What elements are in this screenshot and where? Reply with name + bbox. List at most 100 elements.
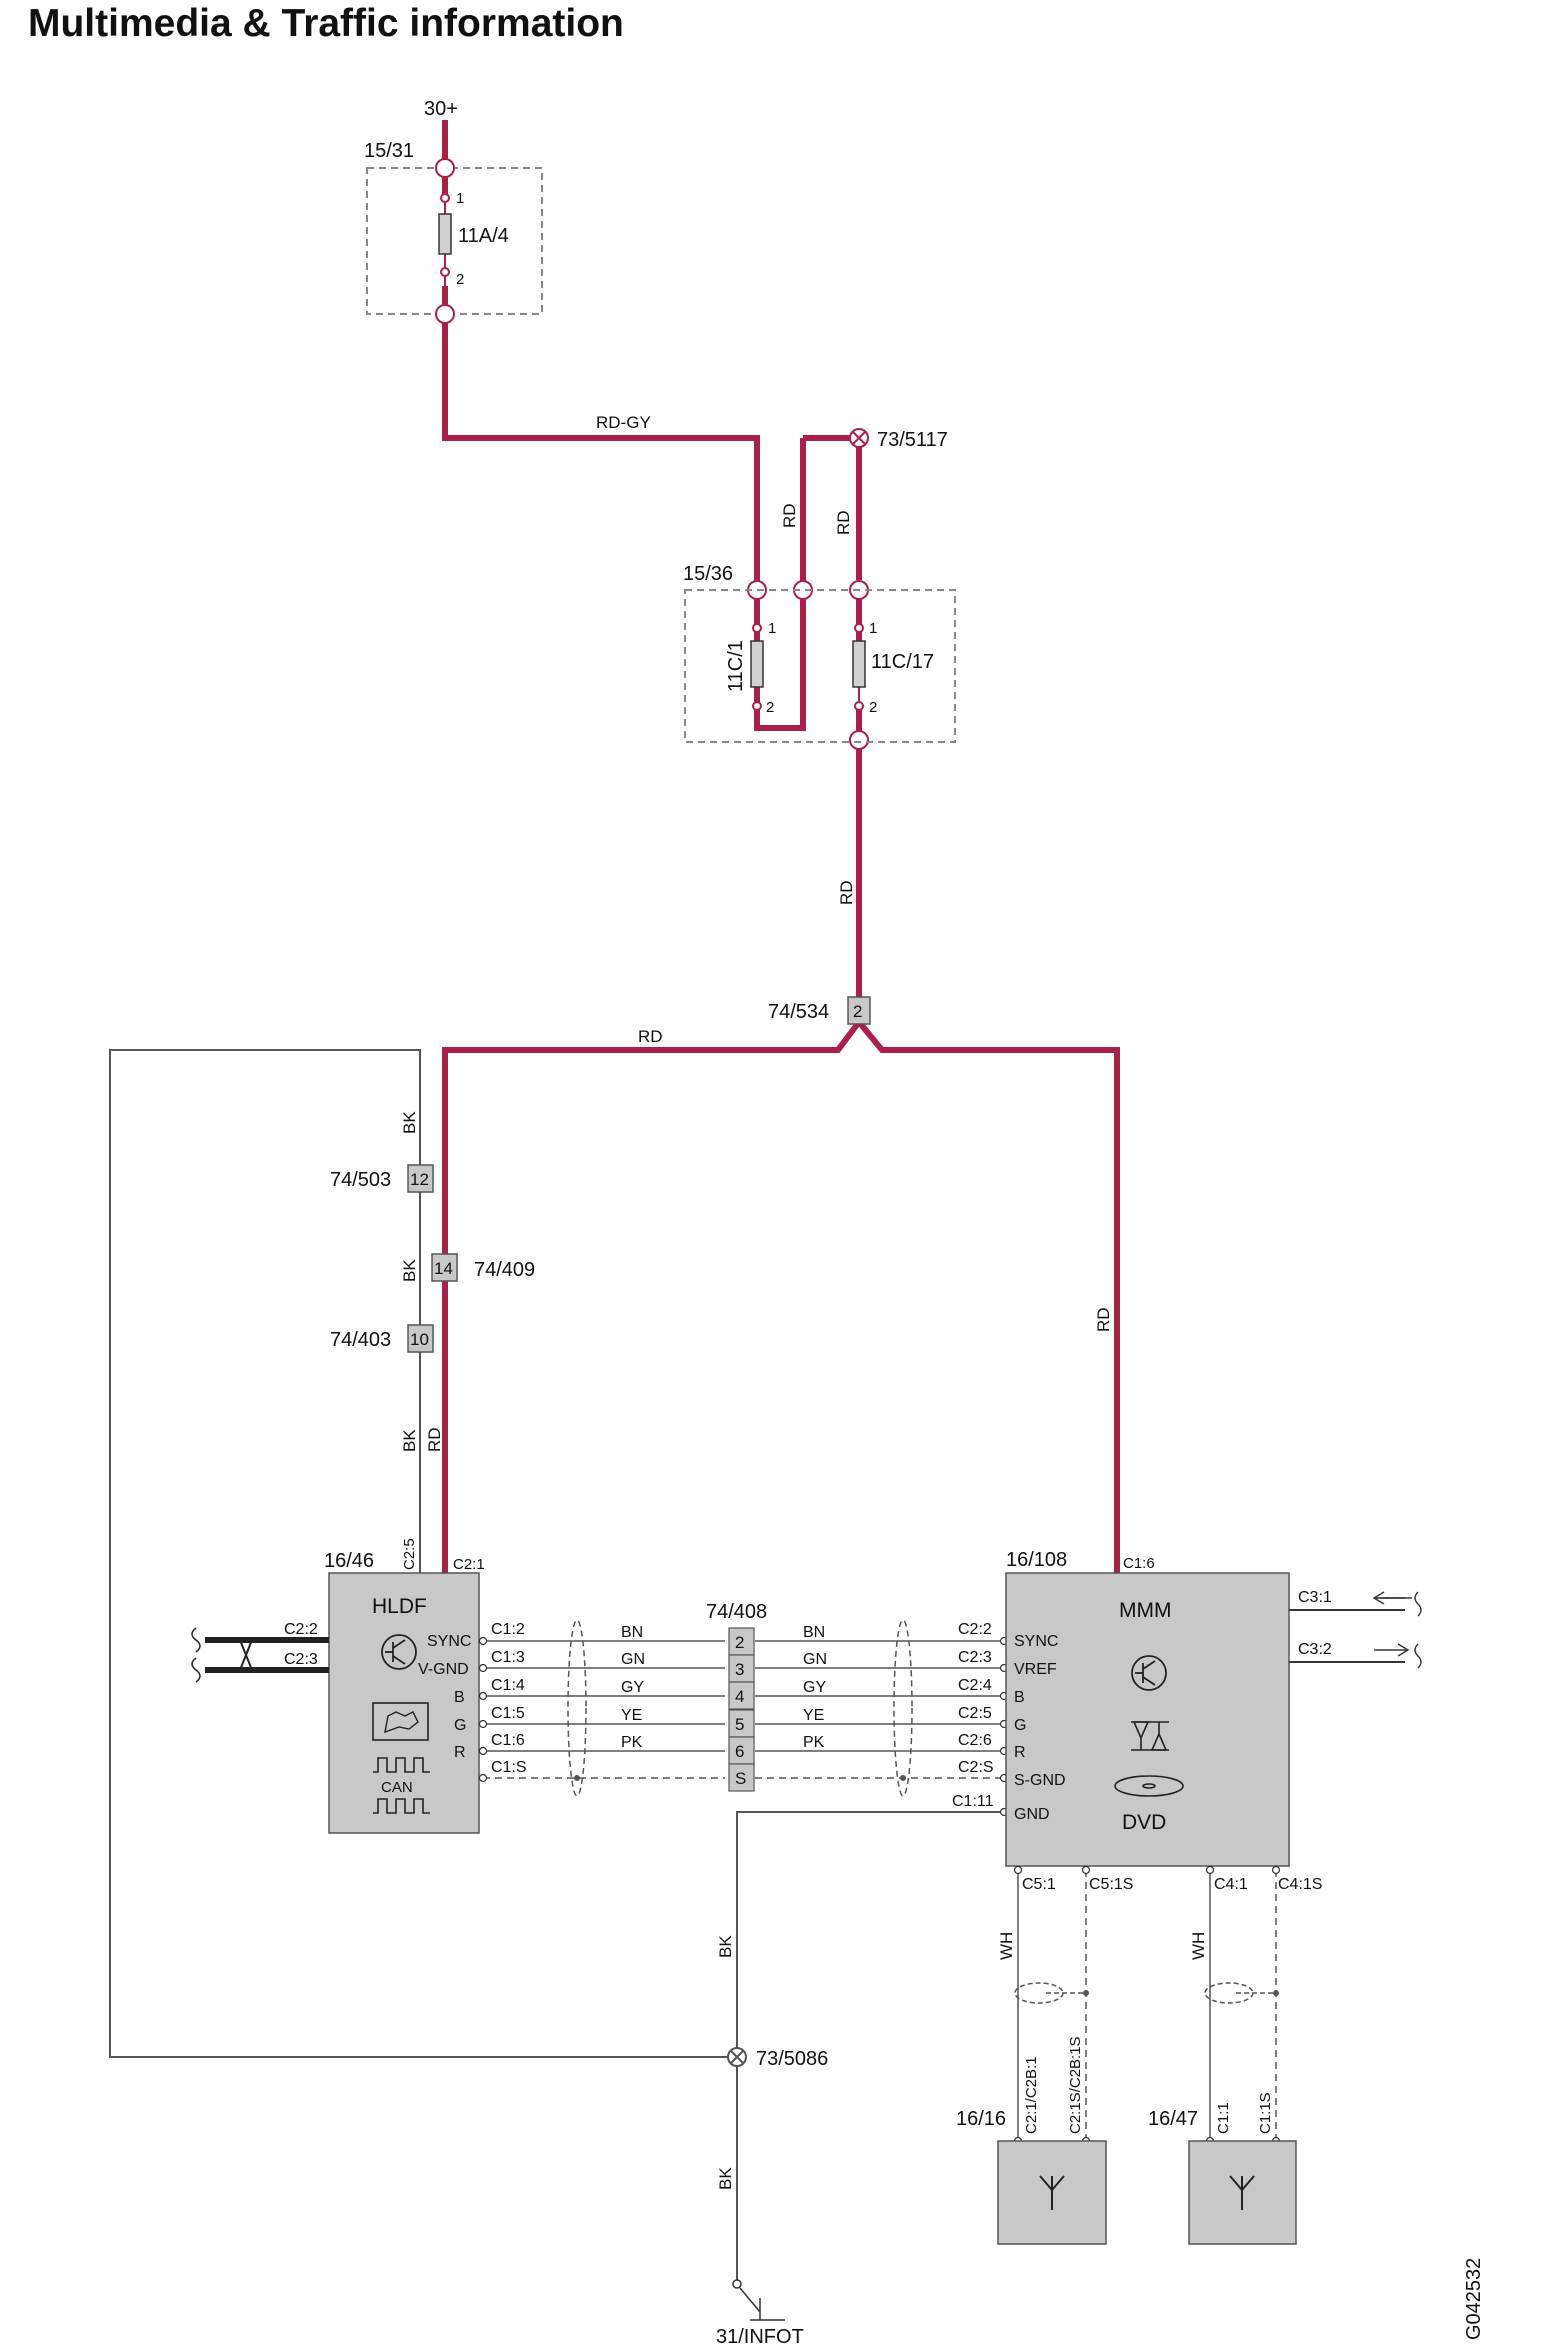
fuse-pin: 1 (456, 190, 464, 207)
signal-label: VREF (1014, 1661, 1057, 1678)
ground-label: 31/INFOT (716, 2326, 804, 2348)
wire-color-label: BK (400, 1259, 419, 1282)
signal-label: V-GND (418, 1661, 469, 1678)
fuse-box-15-36 (684, 589, 956, 743)
module-pin: C2:5 (958, 1705, 992, 1722)
connector-pin (847, 996, 871, 1025)
splice-ref: 73/5086 (756, 2048, 828, 2070)
module-pin: C1:2 (491, 1621, 525, 1638)
connector-pin (407, 1164, 434, 1193)
antenna-icon (1039, 2175, 1065, 2210)
fuse-11c1-icon (750, 640, 764, 688)
wire-color-label: GN (803, 1651, 827, 1668)
can-label: CAN (381, 1779, 413, 1796)
wire-color-label: RD (780, 503, 799, 528)
antenna-ref: 16/16 (956, 2108, 1006, 2130)
thyristor-icon (1131, 1721, 1169, 1751)
antenna-icon (1229, 2175, 1255, 2210)
connector-pin (407, 1324, 434, 1353)
antenna-pin: C2:1/C2B:1 (1023, 2056, 1040, 2134)
fuse-name: 11A/4 (458, 225, 509, 247)
connector-pin-number: 2 (735, 1633, 744, 1652)
shield-ground-dots (1083, 1990, 1279, 1996)
drawing-id: G042532 (1463, 2258, 1485, 2340)
module-name: HLDF (372, 1595, 427, 1618)
wire-color-label: GY (621, 1679, 644, 1696)
fuse-leads (444, 180, 860, 740)
connector-pin (431, 1253, 458, 1282)
splice-icon (727, 2047, 747, 2067)
module-name: MMM (1119, 1599, 1171, 1622)
module-pin: C1:3 (491, 1649, 525, 1666)
wire-color-label: RD (837, 880, 856, 905)
coax-shield-marks (1014, 1982, 1254, 2004)
signal-label: SYNC (427, 1633, 471, 1650)
signal-label: G (1014, 1717, 1026, 1734)
c3-leads (1289, 1591, 1422, 1669)
module-pin: C2:6 (958, 1732, 992, 1749)
module-ref: 16/108 (1006, 1549, 1067, 1571)
module-pin: C2:2 (958, 1621, 992, 1638)
fuse-name: 11C/17 (871, 651, 934, 673)
wire-color-label: RD-GY (596, 413, 651, 432)
fuse-pin: 1 (768, 620, 776, 637)
module-pin: C1:11 (952, 1793, 994, 1810)
module-pin: C1:S (491, 1759, 527, 1776)
shield-ground-dots (574, 1775, 906, 1781)
module-pin: C2:2 (284, 1621, 318, 1638)
page-title: Multimedia & Traffic information (28, 2, 624, 45)
wire-color-label: WH (997, 1932, 1016, 1960)
signal-label: B (454, 1689, 465, 1706)
connector-pin-number: 2 (853, 1002, 862, 1021)
wire-color-label: GN (621, 1651, 645, 1668)
fuse-pin: 2 (766, 699, 774, 716)
module-pin: C2:5 (401, 1538, 418, 1570)
signal-label: G (454, 1717, 466, 1734)
fuse-11a4-icon (438, 213, 452, 255)
fuse-pin: 2 (869, 699, 877, 716)
connector-74-408 (728, 1627, 755, 1792)
wire-color-label: YE (803, 1707, 824, 1724)
fuse-11c17-icon (852, 640, 866, 688)
signal-label: B (1014, 1689, 1025, 1706)
connector-pin-number: 5 (735, 1715, 744, 1734)
ground-symbol-icon (732, 2279, 785, 2321)
wire-color-label: RD (425, 1427, 444, 1452)
antenna-ref: 16/47 (1148, 2108, 1198, 2130)
wire-color-label: BN (803, 1624, 825, 1641)
antenna-pin: C1:1 (1215, 2102, 1232, 2134)
power-wire (442, 120, 1120, 1573)
module-pin: C1:5 (491, 1705, 525, 1722)
fuse-pin: 2 (456, 271, 464, 288)
wire-color-label: PK (803, 1734, 825, 1751)
module-pin: C4:1 (1214, 1876, 1248, 1893)
fuse-pin: 1 (869, 620, 877, 637)
connector-pin-number: 6 (735, 1742, 744, 1761)
splice-icon (849, 428, 869, 448)
wire-color-label: GY (803, 1679, 826, 1696)
module-pin: C2:3 (284, 1651, 318, 1668)
antenna-cables (1017, 1870, 1277, 2141)
module-pin: C3:2 (1298, 1641, 1332, 1658)
module-sub: DVD (1122, 1811, 1166, 1834)
module-pin: C1:6 (1123, 1555, 1155, 1572)
connector-ref: 74/403 (330, 1329, 391, 1351)
video-wires (483, 1640, 1004, 1779)
arrow-right-icon (1374, 1643, 1410, 1657)
connector-ref: 74/408 (706, 1601, 767, 1623)
wire-color-label: BN (621, 1624, 643, 1641)
signal-label: R (1014, 1744, 1026, 1761)
wire-color-label: BK (716, 2167, 735, 2190)
module-pin: C2:3 (958, 1649, 992, 1666)
signal-label: GND (1014, 1806, 1050, 1823)
connector-ref: 74/534 (768, 1001, 829, 1023)
transistor-icon (1131, 1655, 1167, 1691)
wire-color-label: YE (621, 1707, 642, 1724)
module-pin: C1:4 (491, 1677, 525, 1694)
connector-ref: 74/409 (474, 1259, 535, 1281)
module-pin: C2:1 (453, 1556, 485, 1573)
wire-color-label: BK (716, 1935, 735, 1958)
module-ref: 16/46 (324, 1550, 374, 1572)
can-bus-icon (373, 1757, 430, 1814)
